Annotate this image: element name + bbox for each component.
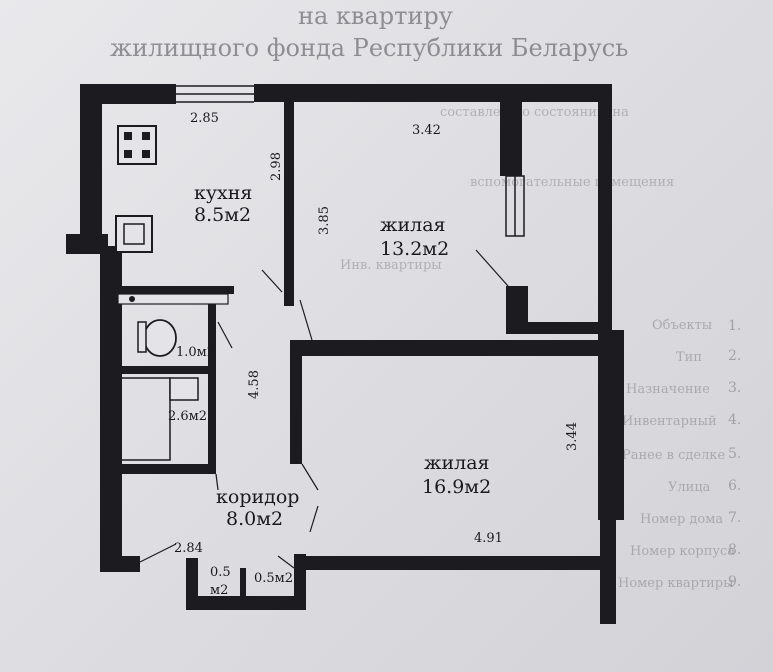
dim-room-width-bottom: 4.91	[474, 531, 503, 546]
wall-bath-top	[112, 286, 234, 294]
door-lines	[139, 249, 509, 569]
wall-bath-mid	[112, 366, 216, 374]
wall-niche-a	[500, 96, 522, 176]
dim-room-depth: 3.85	[316, 206, 332, 235]
toilet-area: 1.0м2	[176, 345, 216, 360]
wall-right-upper	[598, 84, 612, 330]
side-list-8: 8.	[728, 542, 742, 558]
bath-icon	[119, 377, 199, 461]
side-list-text-3: Назначение	[626, 382, 710, 397]
wall-closet-divider	[240, 568, 246, 598]
kitchen-name: кухня	[194, 182, 253, 204]
wall-right-lower	[598, 330, 624, 520]
wall-left-upper	[80, 84, 102, 238]
side-list-text-1: Объекты	[652, 318, 713, 333]
side-list-text-2: Тип	[676, 350, 702, 365]
side-list-1: 1.	[728, 318, 742, 334]
closet1-area-top: 0.5	[210, 565, 231, 580]
wall-left-jog	[66, 234, 108, 254]
sink-icon	[115, 215, 153, 253]
living-large-name: жилая	[424, 452, 490, 474]
side-list-2: 2.	[728, 348, 742, 364]
bathroom-area: 2.6м2	[168, 409, 208, 424]
faint-row-3: Инв. квартиры	[340, 258, 442, 273]
side-list-text-5: Ранее в сделке	[622, 448, 726, 463]
dim-corridor-bottom: 2.84	[174, 541, 203, 556]
side-list-7: 7.	[728, 510, 742, 526]
side-list-text-8: Номер корпуса	[630, 544, 736, 559]
closet2-area: 0.5м2	[254, 571, 294, 586]
wall-bath-right	[208, 374, 216, 474]
side-list-5: 5.	[728, 446, 742, 462]
wall-niche-c	[506, 322, 606, 334]
faint-row-2: вспомогательные помещения	[470, 175, 675, 190]
wall-right-bottom	[600, 510, 616, 624]
wall-bottom-left	[100, 556, 140, 572]
dim-corridor-length: 4.58	[246, 370, 262, 399]
wall-living-top	[290, 340, 610, 356]
side-list-9: 9.	[728, 574, 742, 590]
dim-kitchen-depth: 2.98	[268, 152, 284, 181]
side-list-text-4: Инвентарный	[622, 414, 717, 429]
side-list-4: 4.	[728, 412, 742, 428]
corridor-name: коридор	[216, 486, 300, 508]
wall-bath-divider	[208, 296, 216, 376]
wall-closet-bottom	[186, 596, 306, 610]
wall-top-left	[80, 84, 176, 104]
faint-row-1: составлен по состоянию на	[440, 105, 629, 120]
wall-bath-bottom	[112, 464, 216, 474]
living-large-area: 16.9м2	[422, 476, 492, 498]
stove-icon	[117, 125, 157, 165]
dim-kitchen-width: 2.85	[190, 111, 219, 126]
wall-living-partition	[290, 340, 302, 464]
corridor-area: 8.0м2	[226, 508, 284, 530]
window-top	[176, 85, 254, 103]
wall-top-right	[254, 84, 610, 102]
living-small-name: жилая	[380, 214, 446, 236]
shelf-icon	[117, 293, 229, 305]
side-list-text-7: Номер дома	[640, 512, 724, 527]
wall-bath-left	[104, 286, 118, 482]
wall-bottom-right	[294, 556, 614, 570]
side-list-3: 3.	[728, 380, 742, 396]
toilet-icon	[137, 319, 177, 357]
closet1-area-bottom: м2	[210, 583, 229, 598]
header-line-1: на квартиру	[298, 2, 453, 30]
dim-room-depth-right: 3.44	[564, 422, 580, 451]
kitchen-area: 8.5м2	[194, 204, 252, 226]
living-small-area: 13.2м2	[380, 238, 450, 260]
header-line-2: жилищного фонда Республики Беларусь	[110, 34, 629, 62]
wall-closet-left	[186, 558, 198, 608]
wall-kitchen-partition	[284, 96, 294, 306]
dim-room-width-top: 3.42	[412, 123, 441, 138]
side-list-text-6: Улица	[668, 480, 711, 495]
side-list-text-9: Номер квартиры	[618, 576, 734, 591]
side-list-6: 6.	[728, 478, 742, 494]
walls	[66, 84, 624, 624]
wall-niche-b	[506, 286, 528, 332]
window-niche	[505, 175, 525, 237]
